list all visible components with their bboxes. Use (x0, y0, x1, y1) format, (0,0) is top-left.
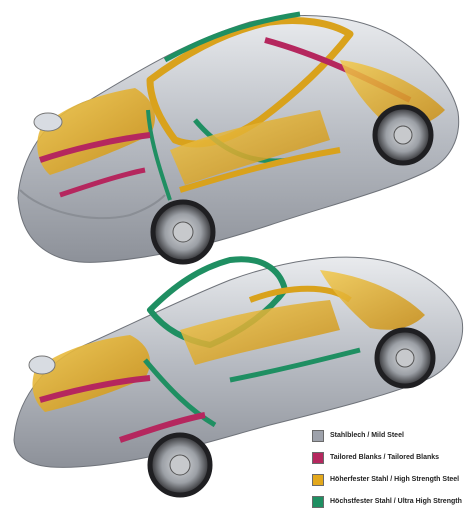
legend-swatch (312, 452, 324, 464)
legend-label: Höherfester Stahl / High Strength Steel (330, 476, 460, 483)
coupe-body-structure (17, 11, 460, 265)
legend-item-high-strength-steel: Höherfester Stahl / High Strength Steel (312, 470, 474, 490)
legend-swatch (312, 474, 324, 486)
legend-item-ultra-high-strength: Höchstfester Stahl / Ultra High Strength (312, 492, 474, 512)
legend-item-mild-steel: Stahlblech / Mild Steel (312, 426, 474, 446)
legend-label: Tailored Blanks / Tailored Blanks (330, 454, 440, 461)
cabriolet-body-structure (13, 256, 464, 498)
legend-swatch (312, 430, 324, 442)
legend-label: Höchstfester Stahl / Ultra High Strength (330, 498, 462, 505)
legend-swatch (312, 496, 324, 508)
legend-label: Stahlblech / Mild Steel (330, 432, 404, 439)
material-legend: Stahlblech / Mild Steel Tailored Blanks … (312, 426, 474, 514)
legend-item-tailored-blanks: Tailored Blanks / Tailored Blanks (312, 448, 474, 468)
